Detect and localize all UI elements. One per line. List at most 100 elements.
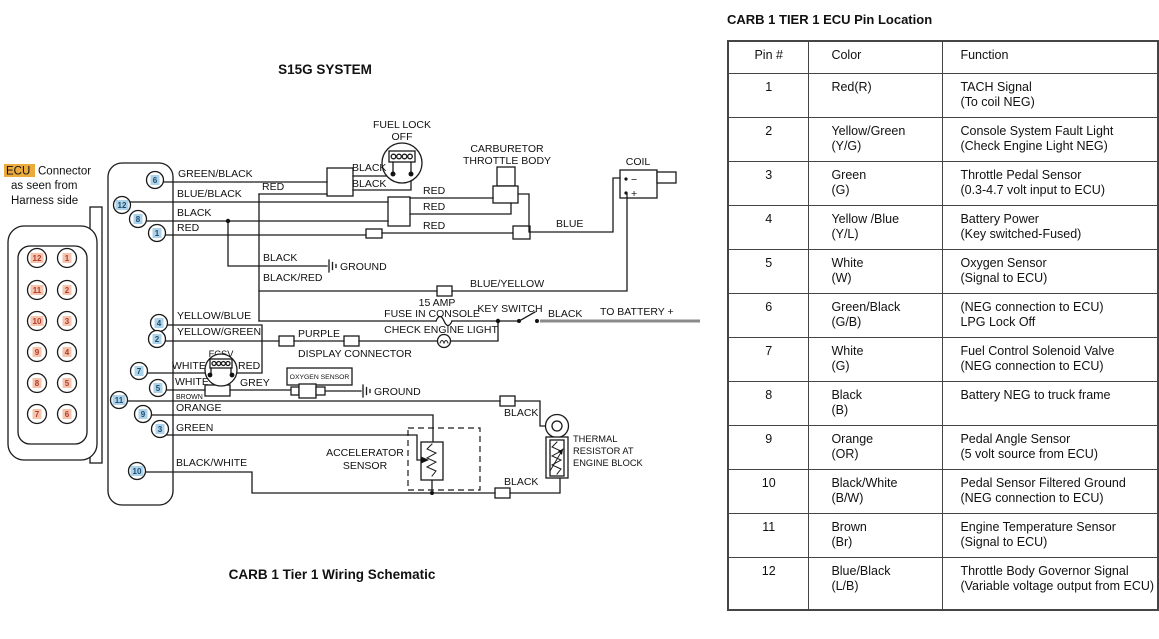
svg-text:THROTTLE BODY: THROTTLE BODY <box>463 155 551 167</box>
pin-function: Oxygen Sensor(Signal to ECU) <box>942 249 1159 294</box>
ecu-connector-note: ECU Connector as seen from Harness side <box>4 164 91 207</box>
svg-text:GREEN: GREEN <box>176 422 213 434</box>
svg-text:SENSOR: SENSOR <box>343 460 388 472</box>
connector-pin: 4 <box>56 341 78 363</box>
svg-text:BLACK: BLACK <box>177 207 211 219</box>
key-switch-icon <box>520 311 536 321</box>
wire-labels: GREEN/BLACK BLACK BLACK RED BLUE/BLACK B… <box>172 162 674 488</box>
ecu-callout-pin: 1 <box>147 223 167 243</box>
pin-number: 4 <box>727 205 810 250</box>
svg-text:RED: RED <box>423 201 446 213</box>
inline-connector <box>365 228 383 239</box>
fcsv-solenoid: FCSV <box>204 349 238 387</box>
svg-text:1: 1 <box>65 254 70 263</box>
pin-function: Battery NEG to truck frame <box>942 381 1159 426</box>
table-header-row: Pin # Color Function <box>727 40 1159 74</box>
svg-text:ACCELERATOR: ACCELERATOR <box>326 447 404 459</box>
svg-text:BLACK/WHITE: BLACK/WHITE <box>176 457 247 469</box>
svg-text:12: 12 <box>33 254 42 263</box>
ecu-callout-pin: 3 <box>150 419 170 439</box>
accelerator-sensor: ACCELERATOR SENSOR <box>326 427 481 491</box>
svg-text:9: 9 <box>141 410 146 419</box>
svg-text:11: 11 <box>33 286 42 295</box>
svg-text:FUSE IN CONSOLE: FUSE IN CONSOLE <box>384 308 480 320</box>
table-row: 4 Yellow /Blue(Y/L) Battery Power(Key sw… <box>727 205 1159 250</box>
svg-text:GROUND: GROUND <box>374 386 421 398</box>
red-junction-box <box>387 196 411 227</box>
svg-text:GREY: GREY <box>240 377 270 389</box>
ecu-highlight <box>4 164 35 177</box>
inline-connector <box>278 335 295 347</box>
pin-number: 10 <box>727 469 810 514</box>
ecu-note-line3: Harness side <box>11 195 78 207</box>
ecu-body <box>107 162 174 506</box>
wire-color: Orange(OR) <box>808 425 944 470</box>
pin-function: (NEG connection to ECU)LPG Lock Off <box>942 293 1159 338</box>
svg-text:ENGINE BLOCK: ENGINE BLOCK <box>573 458 644 468</box>
pin-table: Pin # Color Function 1 Red(R) TACH Signa… <box>727 40 1159 611</box>
wire-color: Black(B) <box>808 381 944 426</box>
svg-text:2: 2 <box>65 286 70 295</box>
svg-text:GROUND: GROUND <box>340 261 387 273</box>
pin-number: 6 <box>727 293 810 338</box>
wire-color: Yellow /Blue(Y/L) <box>808 205 944 250</box>
svg-text:5: 5 <box>65 379 70 388</box>
coil-neg-terminal: − <box>631 174 637 186</box>
header-pin: Pin # <box>727 40 810 74</box>
svg-text:3: 3 <box>65 317 70 326</box>
check-engine-lamp-icon <box>436 333 452 349</box>
wire-color: Blue/Black(L/B) <box>808 557 944 610</box>
svg-text:15 AMP: 15 AMP <box>419 297 456 309</box>
svg-text:11: 11 <box>115 396 124 405</box>
connector-pin: 9 <box>26 341 48 363</box>
inline-connector <box>499 395 516 407</box>
header-function: Function <box>942 40 1159 74</box>
ecu-callout-pin: 11 <box>109 390 129 410</box>
ignition-coil: COIL − + <box>619 156 677 200</box>
svg-text:OFF: OFF <box>392 131 413 143</box>
svg-text:YELLOW/BLUE: YELLOW/BLUE <box>177 310 251 322</box>
ground-symbol: GROUND <box>362 384 421 398</box>
inline-connector <box>512 225 531 240</box>
pin-function: Battery Power(Key switched-Fused) <box>942 205 1159 250</box>
svg-text:BLACK/RED: BLACK/RED <box>263 272 323 284</box>
pin-number: 2 <box>727 117 810 162</box>
svg-text:BLACK: BLACK <box>504 407 538 419</box>
svg-text:BLACK: BLACK <box>548 308 582 320</box>
svg-text:10: 10 <box>133 467 142 476</box>
ecu-note-highlighted: ECU <box>6 166 30 178</box>
svg-text:WHITE: WHITE <box>175 376 209 388</box>
svg-text:ORANGE: ORANGE <box>176 402 222 414</box>
svg-text:8: 8 <box>35 379 40 388</box>
connector-pin: 1 <box>56 247 78 269</box>
wire-color: Yellow/Green(Y/G) <box>808 117 944 162</box>
table-row: 8 Black(B) Battery NEG to truck frame <box>727 381 1159 426</box>
connector-pin: 2 <box>56 279 78 301</box>
svg-text:2: 2 <box>155 335 160 344</box>
pin-function: Engine Temperature Sensor(Signal to ECU) <box>942 513 1159 558</box>
wire-color: White(W) <box>808 249 944 294</box>
table-row: 11 Brown(Br) Engine Temperature Sensor(S… <box>727 513 1159 558</box>
svg-text:10: 10 <box>33 317 42 326</box>
pin-function: Pedal Angle Sensor(5 volt source from EC… <box>942 425 1159 470</box>
svg-text:WHITE: WHITE <box>172 360 206 372</box>
table-row: 6 Green/Black(G/B) (NEG connection to EC… <box>727 293 1159 338</box>
svg-text:6: 6 <box>153 176 158 185</box>
ecu-callout-pin: 4 <box>149 313 169 333</box>
svg-text:BLUE/BLACK: BLUE/BLACK <box>177 188 242 200</box>
svg-text:9: 9 <box>35 348 40 357</box>
svg-text:5: 5 <box>156 384 161 393</box>
svg-text:7: 7 <box>35 410 40 419</box>
table-row: 3 Green(G) Throttle Pedal Sensor(0.3-4.7… <box>727 161 1159 206</box>
svg-text:3: 3 <box>158 425 163 434</box>
coil-pos-terminal: + <box>631 188 637 200</box>
svg-text:OXYGEN SENSOR: OXYGEN SENSOR <box>290 374 350 381</box>
pin-number: 11 <box>727 513 810 558</box>
svg-text:RESISTOR AT: RESISTOR AT <box>573 446 634 456</box>
wire-color: Black/White(B/W) <box>808 469 944 514</box>
pin-number: 5 <box>727 249 810 294</box>
svg-text:PURPLE: PURPLE <box>298 328 340 340</box>
